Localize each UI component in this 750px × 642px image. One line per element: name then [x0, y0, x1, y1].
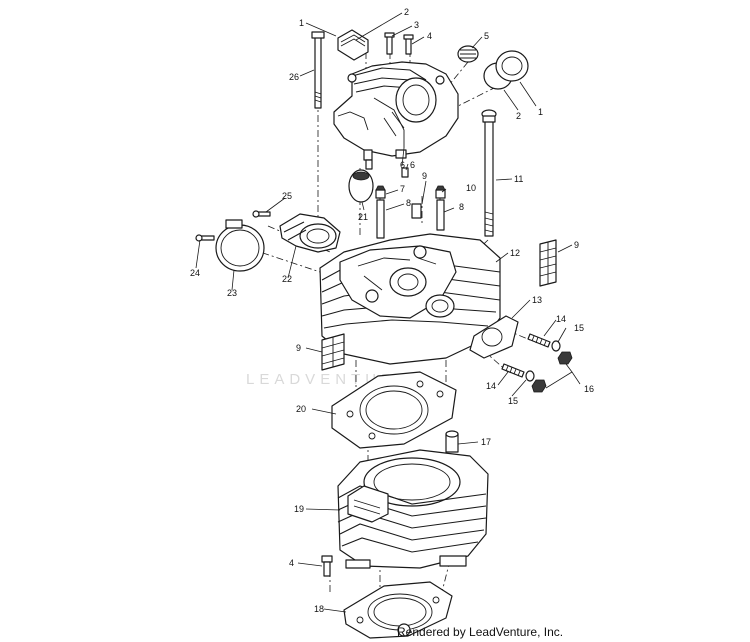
- callout-24: 24: [190, 268, 200, 278]
- callout-18: 18: [314, 604, 324, 614]
- valve-guides: [375, 185, 446, 239]
- head-gasket: [331, 371, 457, 449]
- hose-clamp: [215, 219, 265, 272]
- callout-23: 23: [227, 288, 237, 298]
- callout-1-ring: 1: [538, 107, 543, 117]
- callout-2-ring: 2: [516, 111, 521, 121]
- callout-1: 1: [299, 18, 304, 28]
- rubber-plug: [337, 29, 369, 61]
- callout-6-upper: 6: [400, 160, 405, 170]
- cam-end-seal: [348, 169, 374, 203]
- exhaust-washers: [525, 340, 561, 382]
- exhaust-gasket: [469, 315, 519, 359]
- callout-4: 4: [427, 31, 432, 41]
- cylinder-bolt: [321, 555, 333, 577]
- callout-8-right: 8: [459, 202, 464, 212]
- callout-14-lower: 14: [486, 381, 496, 391]
- callout-6-lower: 6: [410, 160, 415, 170]
- callout-20: 20: [296, 404, 306, 414]
- callout-15-upper: 15: [574, 323, 584, 333]
- callout-16: 16: [584, 384, 594, 394]
- callout-8-left: 8: [406, 198, 411, 208]
- callout-9-shim-left: 9: [296, 343, 301, 353]
- callout-labels: 1 2 3 4 5 26 2 1 6 6 11 7 9 10 8 8 21 25…: [190, 7, 594, 614]
- exhaust-studs: [501, 333, 551, 378]
- callout-19: 19: [294, 504, 304, 514]
- callout-26: 26: [289, 72, 299, 82]
- callout-9-shim-right: 9: [574, 240, 579, 250]
- callout-21: 21: [358, 212, 368, 222]
- callout-3: 3: [414, 20, 419, 30]
- long-bolt: [481, 109, 497, 237]
- callout-12: 12: [510, 248, 520, 258]
- valve-shims: [321, 239, 557, 371]
- cylinder-head-cover: [333, 61, 459, 161]
- callout-7: 7: [400, 184, 405, 194]
- leader-lines: [195, 12, 581, 613]
- cylinder-block: [337, 449, 489, 569]
- callout-9-top: 9: [422, 171, 427, 181]
- callout-11: 11: [514, 174, 523, 184]
- clamp-bolts: [195, 210, 271, 242]
- callout-5: 5: [484, 31, 489, 41]
- callout-25: 25: [282, 191, 292, 201]
- small-bolts: [384, 32, 414, 55]
- callout-17: 17: [481, 437, 491, 447]
- callout-15-lower: 15: [508, 396, 518, 406]
- callout-10: 10: [466, 183, 476, 193]
- callout-13: 13: [532, 295, 542, 305]
- tappet-cap-assembly: [457, 45, 529, 90]
- callout-22: 22: [282, 274, 292, 284]
- cylinder-head: [319, 233, 501, 365]
- intake-boot: [279, 213, 341, 253]
- callout-14-upper: 14: [556, 314, 566, 324]
- base-gasket: [343, 581, 453, 639]
- cylinder-dowel: [445, 430, 459, 453]
- exhaust-nuts: [531, 351, 573, 393]
- credit-text: Rendered by LeadVenture, Inc.: [397, 625, 564, 639]
- long-stud-bolt: [311, 31, 325, 109]
- callout-2: 2: [404, 7, 409, 17]
- dowel-pins: [365, 159, 409, 178]
- callout-4-bolt: 4: [289, 558, 294, 568]
